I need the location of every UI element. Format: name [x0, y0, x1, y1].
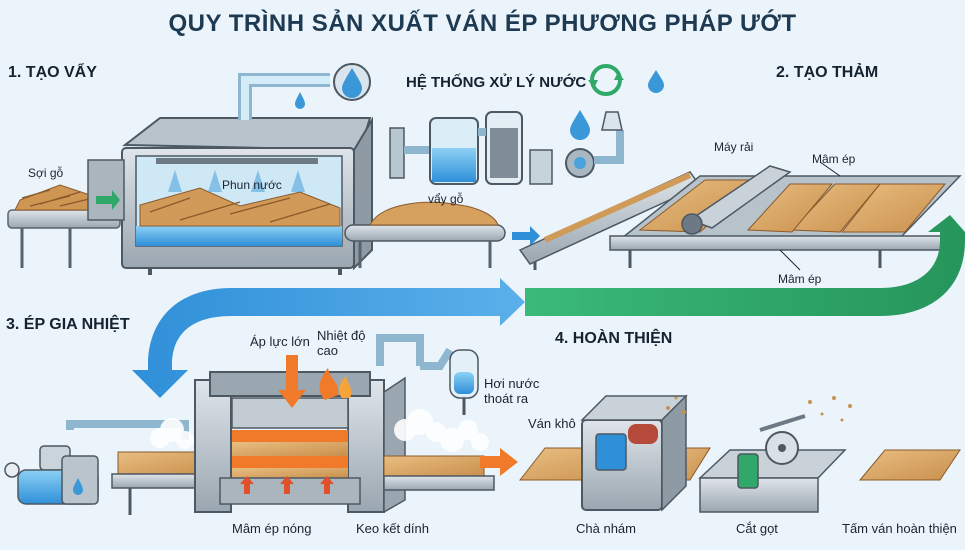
hot-plate-label: Mâm ép nóng: [232, 521, 312, 536]
flow-arrow-blue: [132, 278, 525, 398]
steam-clouds: [150, 409, 489, 452]
water-spray-label: Phun nước: [222, 178, 282, 192]
cutting-label: Cắt gọt: [736, 521, 778, 536]
flow-arrow-green: [525, 215, 965, 316]
high-temp-label: Nhiệt độ cao: [317, 328, 366, 358]
cutting-machine: [698, 414, 847, 513]
step2-heading: 2. TẠO THẢM: [776, 64, 879, 81]
flake-conveyor: [344, 201, 540, 268]
step4-heading: 4. HOÀN THIỆN: [555, 330, 673, 347]
sawdust: [666, 396, 852, 422]
hot-press: [194, 334, 479, 514]
water-pipe-top: [238, 63, 371, 120]
finished-board-label: Tấm ván hoàn thiện: [842, 521, 957, 536]
press-plate-bottom-label: Mâm ép: [778, 272, 822, 286]
press-infeed-conveyor: [111, 451, 233, 515]
glue-label: Keo kết dính: [356, 521, 429, 536]
spreader-label: Máy rải: [714, 140, 754, 154]
steam-out-label: Hơi nước thoát ra: [484, 376, 540, 406]
press-outfeed: [383, 448, 518, 491]
flaking-machine: [87, 116, 373, 275]
page-title: QUY TRÌNH SẢN XUẤT VÁN ÉP PHƯƠNG PHÁP ƯỚ…: [168, 10, 797, 37]
wood-fiber-label: Sợi gỗ: [28, 166, 64, 180]
step3-heading: 3. ÉP GIA NHIỆT: [6, 316, 130, 333]
dry-board-label: Ván khô: [528, 416, 576, 431]
sanding-label: Chà nhám: [576, 521, 636, 536]
press-plate-top-label: Mâm ép: [812, 152, 856, 166]
flakes-label: vẩy gỗ: [428, 192, 464, 206]
step1-heading: 1. TẠO VẨY: [8, 64, 97, 81]
sanding-machine: [580, 394, 688, 512]
water-treatment-system: [389, 64, 664, 185]
water-system-label: HỆ THỐNG XỬ LÝ NƯỚC: [406, 74, 587, 91]
mat-forming-line: [609, 161, 962, 271]
high-pressure-label: Áp lực lớn: [250, 334, 310, 349]
